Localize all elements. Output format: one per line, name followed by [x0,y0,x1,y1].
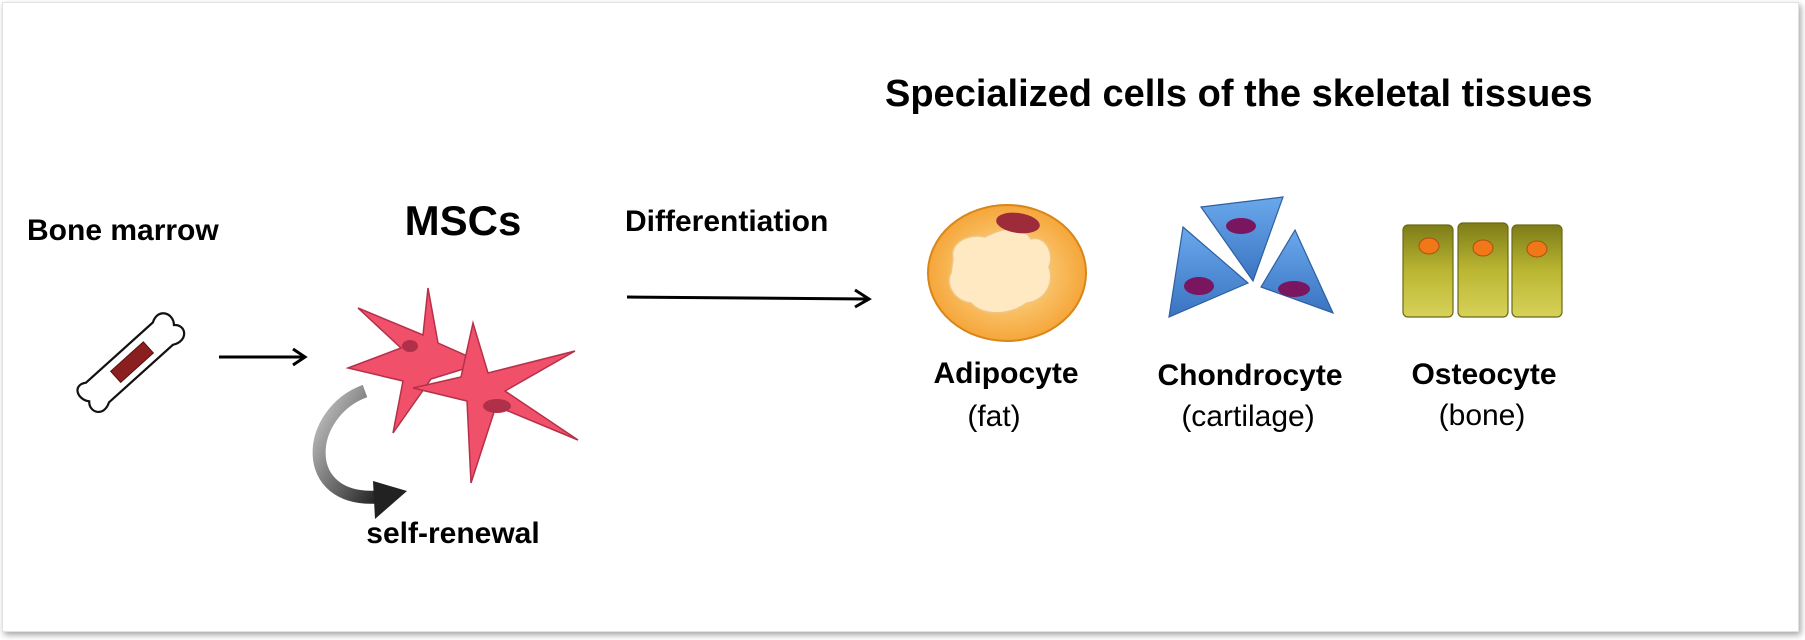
diagram-title: Specialized cells of the skeletal tissue… [885,73,1593,115]
osteocyte-icon [1402,222,1563,318]
self-renewal-arrow [312,384,407,519]
differentiation-label: Differentiation [625,205,829,238]
msc-label: MSCs [404,197,522,244]
chondrocyte-icon [1168,196,1335,318]
osteocyte-name: Osteocyte [1411,358,1557,391]
differentiation-arrow [626,288,872,309]
osteocyte-tissue: (bone) [1438,399,1526,432]
adipocyte-tissue: (fat) [967,400,1021,433]
self-renewal-label: self-renewal [366,517,540,550]
adipocyte-name: Adipocyte [933,357,1079,390]
chondrocyte-tissue: (cartilage) [1181,400,1315,433]
chondrocyte-name: Chondrocyte [1157,359,1343,392]
star-cell-icon [345,287,579,484]
bone-icon [76,312,186,413]
adipocyte-icon [927,204,1087,342]
arrow-to-msc [219,347,308,367]
bone-marrow-label: Bone marrow [27,214,219,247]
